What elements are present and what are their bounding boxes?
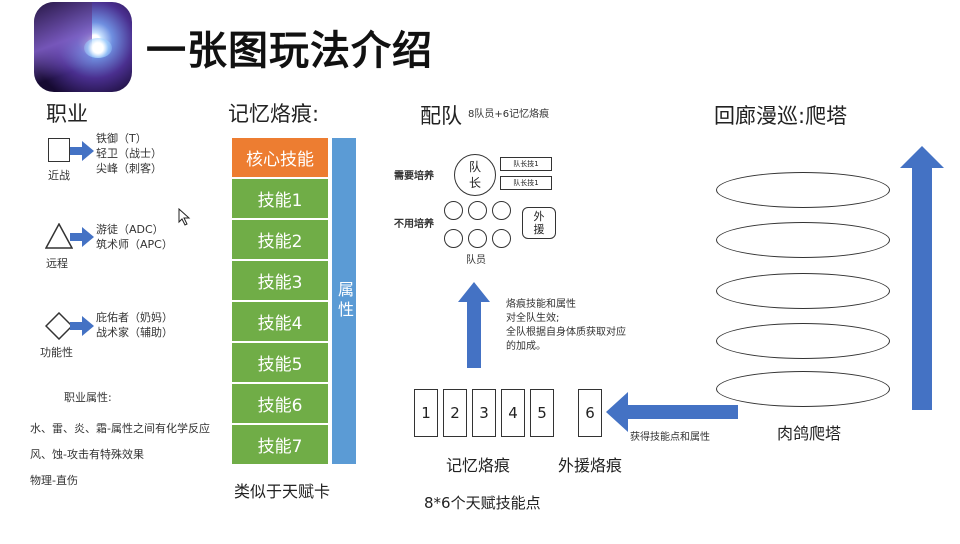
no-train-label: 不用培养: [394, 219, 434, 230]
character-glow-shape: [84, 38, 112, 58]
attribute-line-elements: 水、雷、炎、霜-属性之间有化学反应: [30, 422, 210, 435]
effect-description: 烙痕技能和属性 对全队生效; 全队根据自身体质获取对应 的加成。: [506, 298, 626, 354]
skill-cell-5: 技能5: [232, 343, 328, 382]
members-label: 队员: [466, 255, 486, 266]
captain-skill-1-box: 队长技1: [500, 157, 552, 171]
skill-cell-6: 技能6: [232, 384, 328, 423]
ranged-arrow-icon: [70, 227, 94, 247]
member-circle: [492, 201, 511, 220]
melee-arrow-icon: [70, 141, 94, 161]
support-diamond-icon: [45, 312, 73, 340]
app-icon: [34, 2, 132, 92]
attribute-line-wind: 风、蚀-攻击有特殊效果: [30, 448, 144, 461]
ranged-members: 游徒（ADC） 筑术师（APC）: [96, 222, 173, 252]
mouse-cursor-icon: [178, 208, 191, 226]
memory-card-4: 4: [501, 389, 525, 437]
class-zhan-shu-jia: 战术家（辅助）: [96, 326, 173, 339]
talent-points-label: 8*6个天赋技能点: [424, 494, 541, 512]
skill-cell-7: 技能7: [232, 425, 328, 464]
member-circle: [468, 201, 487, 220]
up-arrow-icon: [458, 282, 490, 368]
memory-heading: 记忆烙痕:: [228, 102, 320, 126]
tower-heading: 回廊漫巡:爬塔: [714, 104, 848, 128]
tower-label: 肉鸽爬塔: [777, 424, 842, 443]
member-circle: [444, 229, 463, 248]
support-member-label: 外援: [533, 210, 545, 236]
class-zhu-shu-shi: 筑术师（APC）: [96, 238, 173, 251]
skill-column: 核心技能 技能1 技能2 技能3 技能4 技能5 技能6 技能7: [232, 138, 328, 466]
melee-label: 近战: [48, 169, 70, 182]
support-card-label: 外援烙痕: [558, 456, 623, 475]
tower-floor-ellipse: [716, 172, 890, 208]
memory-cards-label: 记忆烙痕: [446, 456, 511, 475]
need-train-label: 需要培养: [394, 171, 434, 182]
tower-floor-ellipse: [716, 323, 890, 359]
support-members: 庇佑者（奶妈） 战术家（辅助）: [96, 310, 173, 340]
melee-square-icon: [48, 138, 70, 162]
support-arrow-icon: [70, 316, 94, 336]
class-tie-yu: 铁御（T）: [96, 132, 147, 145]
member-circle: [468, 229, 487, 248]
effect-line-1: 烙痕技能和属性: [506, 299, 576, 310]
tower-up-arrow-icon: [900, 146, 944, 410]
memory-card-5: 5: [530, 389, 554, 437]
arrow-label: 获得技能点和属性: [630, 432, 710, 443]
talent-card-caption: 类似于天赋卡: [234, 482, 331, 501]
class-qing-wei: 轻卫（战士）: [96, 147, 162, 160]
captain-skill-2-box: 队长技1: [500, 176, 552, 190]
skill-cell-4: 技能4: [232, 302, 328, 341]
character-hair-shape: [34, 2, 92, 92]
classes-heading: 职业: [46, 102, 88, 126]
class-bi-you-zhe: 庇佑者（奶妈）: [96, 311, 173, 324]
team-subheading: 8队员+6记忆烙痕: [468, 109, 550, 120]
attribute-line-physical: 物理-直伤: [30, 474, 78, 487]
memory-card-1: 1: [414, 389, 438, 437]
skill-cell-2: 技能2: [232, 220, 328, 259]
melee-members: 铁御（T） 轻卫（战士） 尖峰（刺客）: [96, 131, 162, 176]
ranged-label: 远程: [46, 257, 68, 270]
class-attributes-title: 职业属性:: [64, 391, 112, 404]
support-member-box: 外援: [522, 207, 556, 239]
class-you-tu: 游徒（ADC）: [96, 223, 164, 236]
member-circle: [444, 201, 463, 220]
page-title: 一张图玩法介绍: [146, 28, 433, 74]
memory-card-2: 2: [443, 389, 467, 437]
left-arrow-icon: [606, 392, 738, 432]
skill-cell-1: 技能1: [232, 179, 328, 218]
support-label: 功能性: [40, 346, 73, 359]
support-card-6: 6: [578, 389, 602, 437]
tower-floor-ellipse: [716, 273, 890, 309]
effect-line-2: 对全队生效;: [506, 313, 560, 324]
tower-floor-ellipse: [716, 371, 890, 407]
member-circle: [492, 229, 511, 248]
memory-card-3: 3: [472, 389, 496, 437]
attribute-bar: 属性: [332, 138, 356, 464]
team-heading: 配队: [420, 104, 462, 128]
skill-cell-3: 技能3: [232, 261, 328, 300]
ranged-triangle-icon: [45, 223, 73, 249]
captain-circle: 队长: [454, 154, 496, 196]
effect-line-4: 的加成。: [506, 341, 546, 352]
captain-label: 队长: [468, 160, 481, 190]
tower-floor-ellipse: [716, 222, 890, 258]
effect-line-3: 全队根据自身体质获取对应: [506, 327, 626, 338]
class-jian-feng: 尖峰（刺客）: [96, 162, 162, 175]
core-skill-cell: 核心技能: [232, 138, 328, 177]
